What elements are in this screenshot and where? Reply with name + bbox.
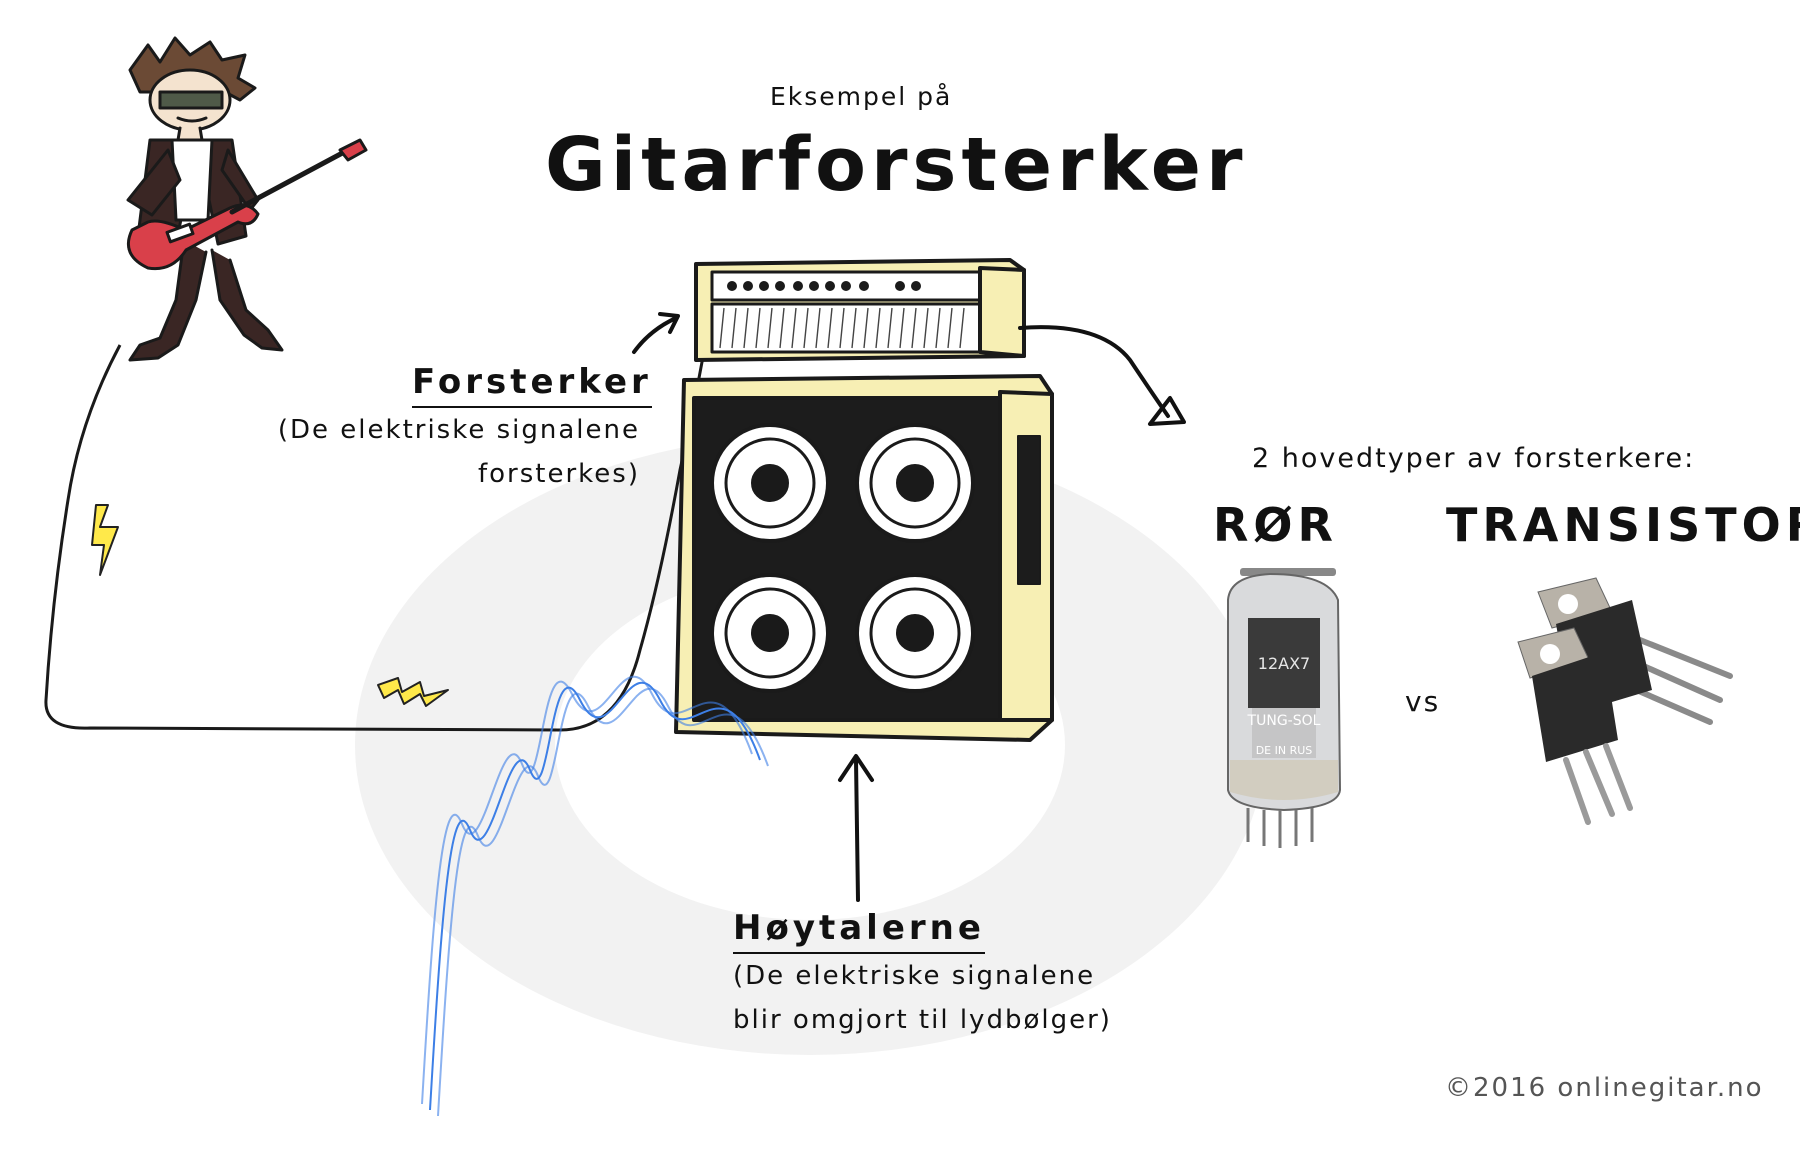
transistor-label: TRANSISTOR: [1446, 498, 1800, 552]
speakers-description-line: (De elektriske signalene: [733, 961, 1096, 991]
amplifier-description: (De elektriske signalene forsterkes): [278, 408, 640, 496]
guitarist-illustration: [126, 36, 368, 362]
arrow: [632, 312, 1186, 902]
amplifier-description-line: forsterkes): [478, 459, 640, 489]
tube-print: 12AX7: [1258, 654, 1310, 673]
speakers-label: Høytalerne: [733, 908, 985, 954]
diagram-title: Gitarforsterker: [545, 122, 1248, 208]
amplifier-head: [694, 258, 1026, 362]
amplifier-types-heading: 2 hovedtyper av forsterkere:: [1252, 443, 1696, 474]
speaker-cabinet: [674, 374, 1054, 742]
speakers-description-line: blir omgjort til lydbølger): [733, 1005, 1112, 1035]
vacuum-tube-photo: 12AX7 TUNG-SOL DE IN RUS: [1227, 568, 1342, 848]
speaker-cone: [710, 423, 975, 693]
transistor-photo: [1517, 577, 1733, 825]
tube-label: RØR: [1213, 498, 1338, 552]
sound-wave: [421, 675, 769, 1117]
amplifier-label: Forsterker: [412, 362, 652, 408]
versus-label: vs: [1405, 685, 1441, 718]
speakers-description: (De elektriske signalene blir omgjort ti…: [733, 954, 1112, 1042]
copyright-text: ©2016 onlinegitar.no: [1445, 1073, 1764, 1103]
lightning-bolt: [91, 504, 449, 707]
tube-brand: TUNG-SOL: [1247, 713, 1321, 729]
diagram-subtitle: Eksempel på: [770, 82, 953, 111]
tube-origin: DE IN RUS: [1256, 744, 1313, 757]
amplifier-description-line: (De elektriske signalene: [277, 415, 640, 445]
